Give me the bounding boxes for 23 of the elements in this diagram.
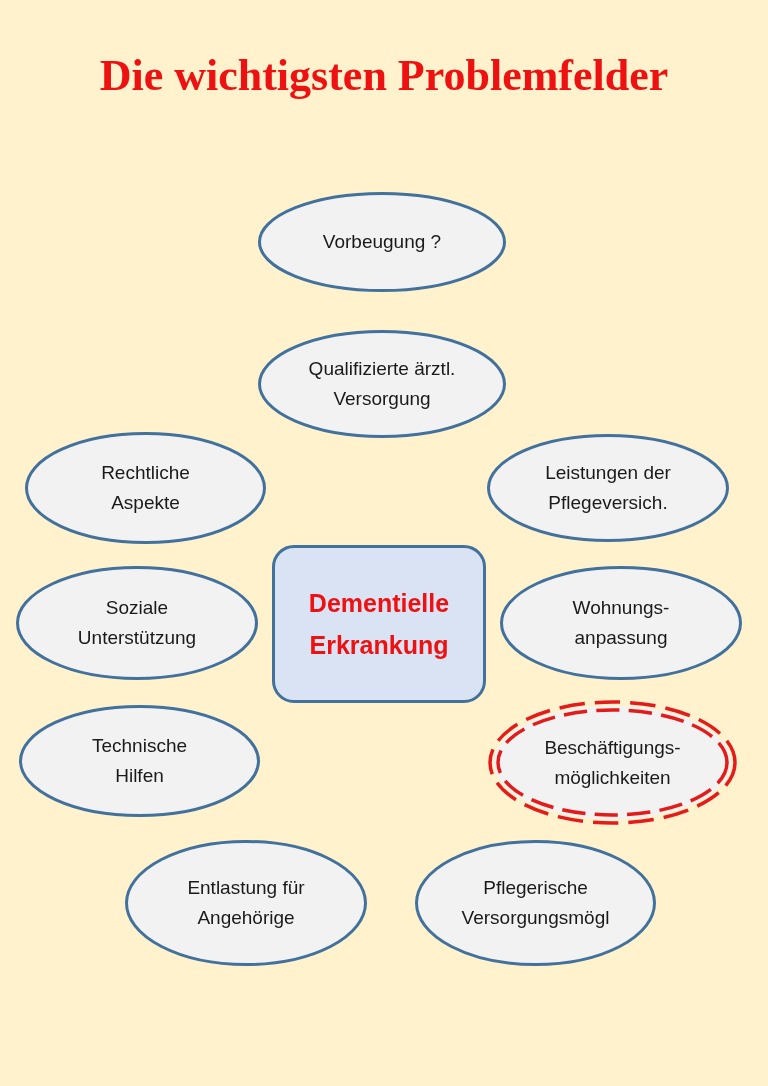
topic-ellipse	[500, 566, 742, 680]
topic-label: Soziale Unterstützung	[77, 597, 197, 648]
topic-ellipse	[16, 566, 258, 680]
topic-label: Leistungen der Pflegeversich.	[545, 462, 671, 513]
topic-label: Beschäftigungs- möglichkeiten	[544, 736, 681, 788]
topic-label: Wohnungs- anpassung	[572, 597, 670, 648]
topic-label: Entlastung für Angehörige	[187, 877, 305, 928]
topic-ellipse	[258, 330, 506, 438]
topic-label: Qualifizierte ärztl. Versorgung	[308, 358, 456, 409]
topic-ellipse	[258, 192, 506, 292]
topic-ellipse	[19, 705, 260, 817]
topic-label: Pflegerische Versorgungsmögl	[461, 877, 610, 928]
highlighted-topic-ellipse	[488, 700, 737, 825]
topic-ellipse	[125, 840, 367, 966]
topic-ellipse	[25, 432, 266, 544]
central-topic-box	[272, 545, 486, 703]
topic-ellipse	[415, 840, 656, 966]
topic-label: Technische Hilfen	[91, 735, 188, 786]
topic-label: Rechtliche Aspekte	[101, 462, 190, 513]
topic-label: Vorbeugung ?	[322, 231, 442, 252]
central-topic-label: Dementielle Erkrankung	[308, 589, 450, 659]
title: Die wichtigsten Problemfelder	[99, 50, 669, 102]
topic-ellipse	[487, 434, 729, 542]
